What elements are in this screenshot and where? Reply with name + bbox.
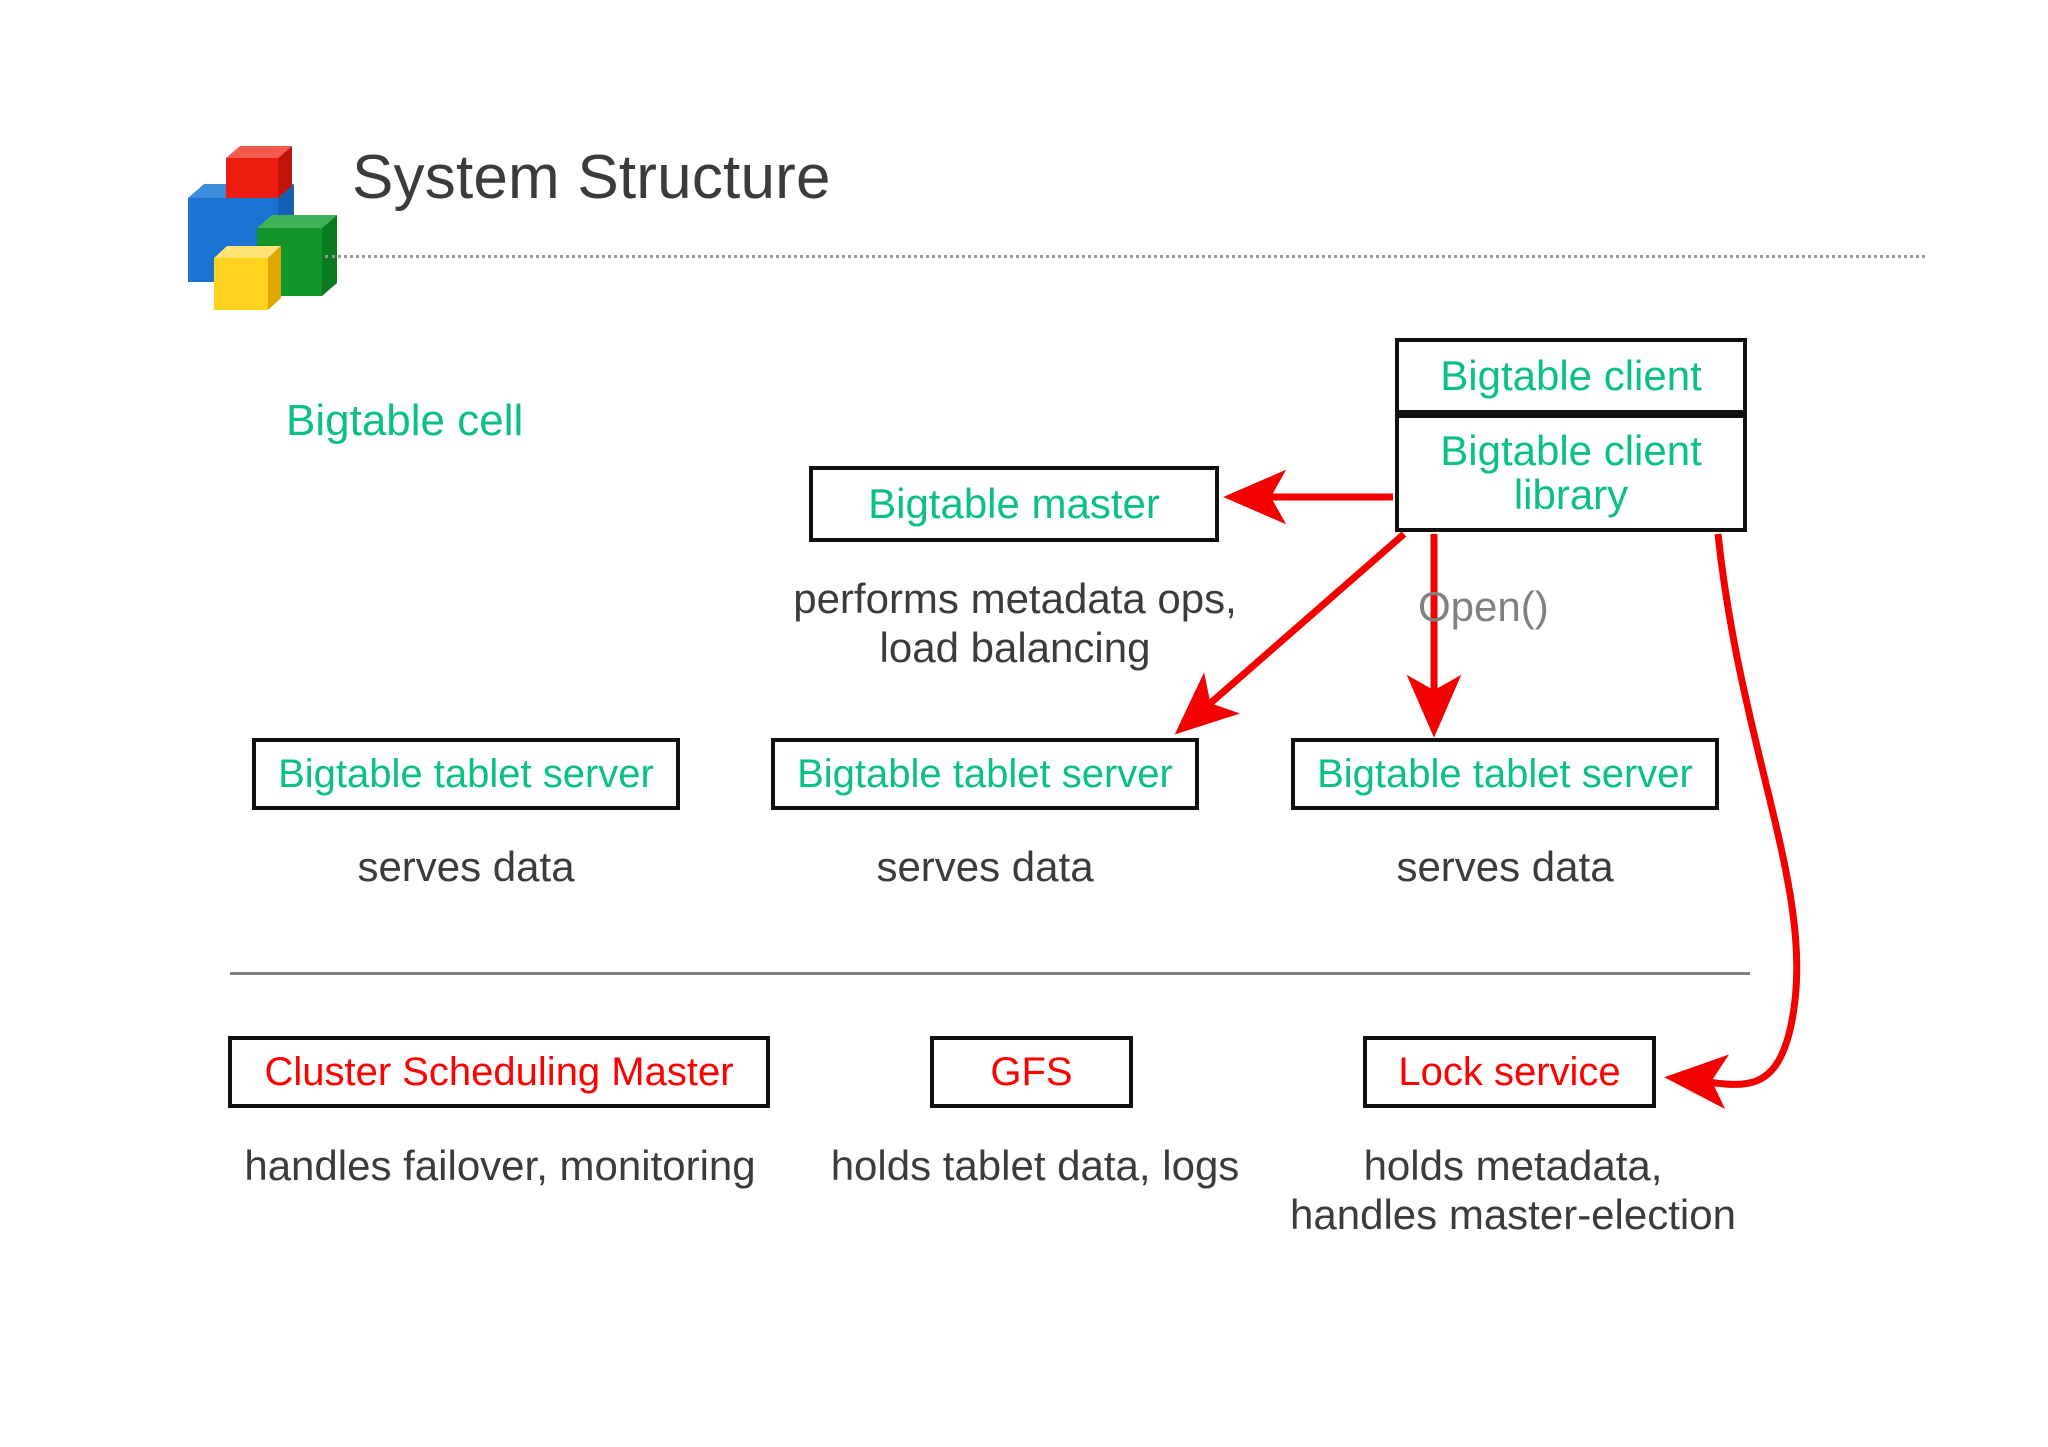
stacked-cubes-logo-icon: [182, 140, 347, 320]
bigtable-master-caption: performs metadata ops, load balancing: [793, 575, 1237, 671]
section-divider: [230, 972, 1750, 975]
tablet-server-2-box[interactable]: Bigtable tablet server: [771, 738, 1199, 810]
tablet-server-2-caption: serves data: [876, 843, 1094, 890]
bigtable-cell-label: Bigtable cell: [286, 396, 524, 445]
cluster-scheduling-master-box[interactable]: Cluster Scheduling Master: [228, 1036, 770, 1108]
tablet-server-3-caption: serves data: [1396, 843, 1614, 890]
bigtable-client-box[interactable]: Bigtable client: [1395, 338, 1747, 414]
title-divider: [325, 255, 1925, 258]
cluster-scheduling-master-caption: handles failover, monitoring: [244, 1142, 756, 1189]
bigtable-client-library-box[interactable]: Bigtable client library: [1395, 414, 1747, 532]
tablet-server-3-box[interactable]: Bigtable tablet server: [1291, 738, 1719, 810]
lock-service-caption: holds metadata, handles master-election: [1290, 1142, 1736, 1238]
tablet-server-1-caption: serves data: [357, 843, 575, 890]
bigtable-master-box[interactable]: Bigtable master: [809, 466, 1219, 542]
tablet-server-1-box[interactable]: Bigtable tablet server: [252, 738, 680, 810]
lock-service-box[interactable]: Lock service: [1363, 1036, 1656, 1108]
page-title: System Structure: [352, 143, 831, 212]
gfs-caption: holds tablet data, logs: [830, 1142, 1240, 1189]
gfs-box[interactable]: GFS: [930, 1036, 1133, 1108]
open-call-label: Open(): [1418, 583, 1549, 630]
